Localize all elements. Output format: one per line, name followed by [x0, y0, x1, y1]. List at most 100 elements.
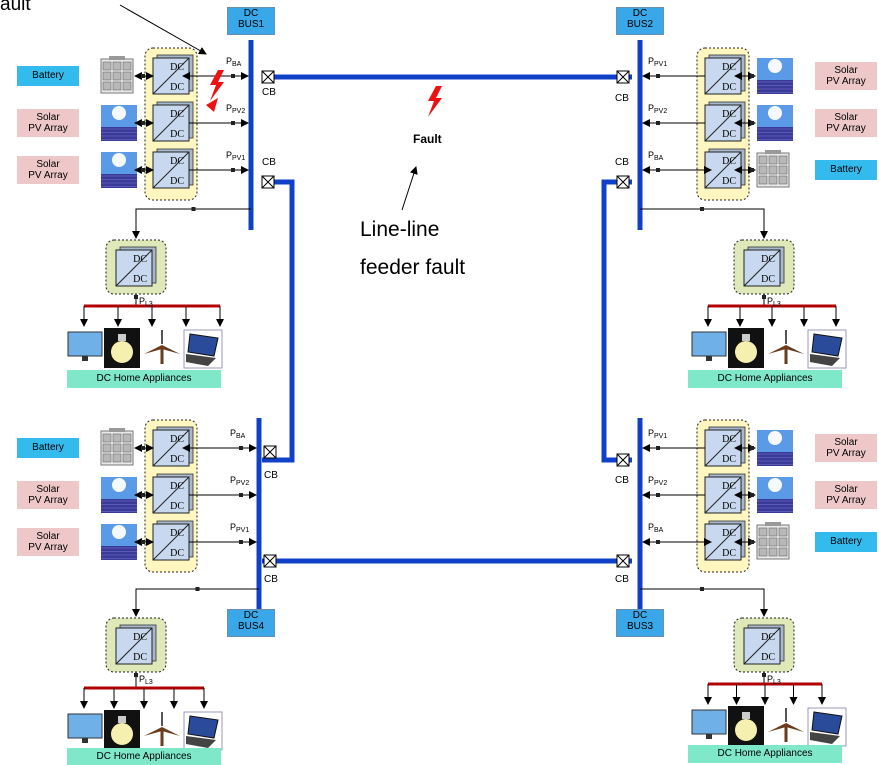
- solar-panel-icon: [101, 477, 137, 513]
- breaker-bus2-low: [616, 175, 630, 189]
- p-symbol: P: [767, 674, 774, 684]
- light-bulb-icon: [104, 710, 140, 750]
- connector-dot: [231, 168, 235, 172]
- cb-label-bus1-low: CB: [262, 157, 276, 168]
- breaker-bus2-top: [616, 70, 630, 84]
- laptop-icon: [183, 711, 223, 751]
- power-label-l3: PL3: [767, 296, 781, 308]
- solar-label-line1: Solar: [36, 159, 60, 170]
- light-bulb-icon: [728, 328, 764, 368]
- breaker-cross-b: [261, 70, 275, 84]
- p-subscript: L3: [773, 301, 781, 308]
- p-symbol: P: [230, 522, 237, 532]
- bulb-glass: [111, 723, 133, 745]
- solar-label-line2: PV Array: [826, 448, 866, 459]
- ceiling-fan-icon: [766, 328, 806, 368]
- p-subscript: PV2: [232, 108, 246, 115]
- p-symbol: P: [648, 428, 655, 438]
- p-symbol: P: [648, 103, 655, 113]
- solar-panels: [101, 499, 137, 513]
- battery-cell: [778, 175, 788, 185]
- connector-dot: [141, 74, 145, 78]
- load-feed: [132, 208, 251, 239]
- corner-fault-arrow: [119, 4, 207, 55]
- battery-cap: [109, 428, 125, 432]
- ceiling-fan-icon: [142, 328, 182, 368]
- connector-dot: [239, 446, 243, 450]
- tv-icon: [691, 709, 727, 739]
- breaker-cross-b: [616, 554, 630, 568]
- connector-dot: [656, 168, 660, 172]
- battery-label: Battery: [17, 438, 79, 458]
- converter-dc-bottom: DC: [722, 454, 736, 465]
- p-symbol: P: [139, 296, 146, 306]
- solar-panels: [757, 127, 793, 141]
- battery-label: Battery: [815, 532, 877, 552]
- battery-cell: [768, 155, 778, 165]
- p-subscript: PV2: [654, 480, 668, 487]
- solar-sun: [112, 153, 126, 167]
- power-label-pv2: PPV2: [648, 103, 667, 115]
- connector-dot: [231, 74, 235, 78]
- battery-cell: [778, 547, 788, 557]
- battery-cell: [768, 547, 778, 557]
- battery-cap: [765, 522, 781, 526]
- p-symbol: P: [648, 475, 655, 485]
- converter-dc-top: DC: [722, 481, 736, 492]
- corner-fault-label: ault: [0, 0, 31, 15]
- battery-cell: [758, 547, 768, 557]
- laptop-screen: [187, 715, 219, 739]
- battery-cell: [758, 537, 768, 547]
- tv-stand: [706, 734, 712, 739]
- connector-dot: [141, 168, 145, 172]
- converter-diagonal: [152, 57, 190, 95]
- converter-dc-top: DC: [761, 254, 775, 265]
- cb-label-bus2-top: CB: [615, 93, 629, 104]
- solar-sun: [112, 106, 126, 120]
- power-label-pv2: PPV2: [648, 475, 667, 487]
- bulb-base: [742, 334, 750, 341]
- converter-dc-top: DC: [170, 62, 184, 73]
- bus2-line1: DC: [632, 8, 648, 19]
- solar-label-line1: Solar: [36, 112, 60, 123]
- breaker-bus3-top: [616, 453, 630, 467]
- laptop-keyboard: [186, 354, 216, 366]
- connector-dot: [239, 540, 243, 544]
- bus2-label: DC BUS2: [616, 7, 664, 35]
- battery-cell: [768, 527, 778, 537]
- converter-diagonal: [704, 429, 742, 467]
- converter-dc-top: DC: [170, 481, 184, 492]
- solar-panels: [101, 174, 137, 188]
- tv-icon: [67, 331, 103, 361]
- battery-cell: [758, 175, 768, 185]
- connector-dot: [656, 74, 660, 78]
- feeder-bus1-bus4: [262, 179, 295, 463]
- load-feed: [132, 588, 259, 617]
- battery-cell: [102, 61, 112, 71]
- connector-dot: [656, 446, 660, 450]
- connector-dot: [700, 587, 704, 591]
- laptop-screen: [811, 333, 843, 357]
- solar-panel-icon: [757, 105, 793, 141]
- solar-sun: [768, 431, 782, 445]
- bus3-line2: BUS3: [626, 621, 654, 632]
- cb-label-bus3-low: CB: [615, 574, 629, 585]
- laptop-keyboard: [810, 354, 840, 366]
- breaker-bus4-top: [263, 445, 277, 459]
- connector-dot: [656, 540, 660, 544]
- fan-blades: [768, 723, 804, 732]
- power-label-pv1: PPV1: [648, 428, 667, 440]
- fault-arrow-head: [206, 98, 218, 112]
- p-subscript: L3: [145, 679, 153, 686]
